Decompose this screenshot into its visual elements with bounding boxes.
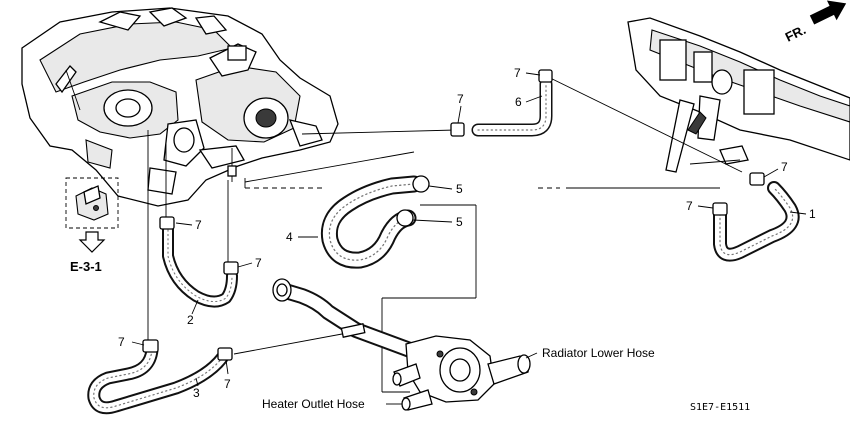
hose-1: [713, 181, 800, 262]
part-label-7: 7: [118, 335, 125, 349]
thermostat-housing: [392, 335, 531, 411]
part-label-7: 7: [457, 92, 464, 106]
radiator-lower-hose-label: Radiator Lower Hose: [542, 346, 655, 360]
part-label-2: 2: [187, 313, 194, 327]
intake-manifold-assembly: [21, 7, 339, 207]
reference-label: E-3-1: [70, 259, 102, 274]
part-label-1: 1: [809, 207, 816, 221]
part-label-7: 7: [781, 160, 788, 174]
part-label-5: 5: [456, 215, 463, 229]
hose-6: [471, 77, 553, 137]
part-label-7: 7: [224, 377, 231, 391]
part-label-5: 5: [456, 182, 463, 196]
hose-clamps: [142, 69, 765, 361]
part-label-4: 4: [286, 230, 293, 244]
front-direction-arrow-icon: [809, 0, 847, 25]
down-arrow-icon: [78, 231, 106, 253]
part-label-7: 7: [686, 199, 693, 213]
hose-3: [87, 343, 229, 415]
front-direction-label: FR.: [783, 22, 808, 45]
part-label-7: 7: [195, 218, 202, 232]
diagram-code: S1E7-E1511: [690, 402, 750, 413]
part-label-6: 6: [515, 95, 522, 109]
water-outlet-pipe: [272, 278, 418, 358]
part-label-7: 7: [255, 256, 262, 270]
part-label-3: 3: [193, 386, 200, 400]
leader-lines: [147, 71, 743, 393]
bracket-inset: [65, 177, 119, 229]
part-labels: 7 7 6 7 7 7 7 7 7 5 5 4 1 2 3: [118, 66, 816, 400]
engine-block-detail: [627, 17, 850, 173]
hose-4: [320, 175, 423, 269]
part-label-7: 7: [514, 66, 521, 80]
heater-outlet-hose-label: Heater Outlet Hose: [262, 397, 365, 411]
part-number-leaders: [131, 72, 807, 405]
hose-2: [162, 224, 238, 308]
